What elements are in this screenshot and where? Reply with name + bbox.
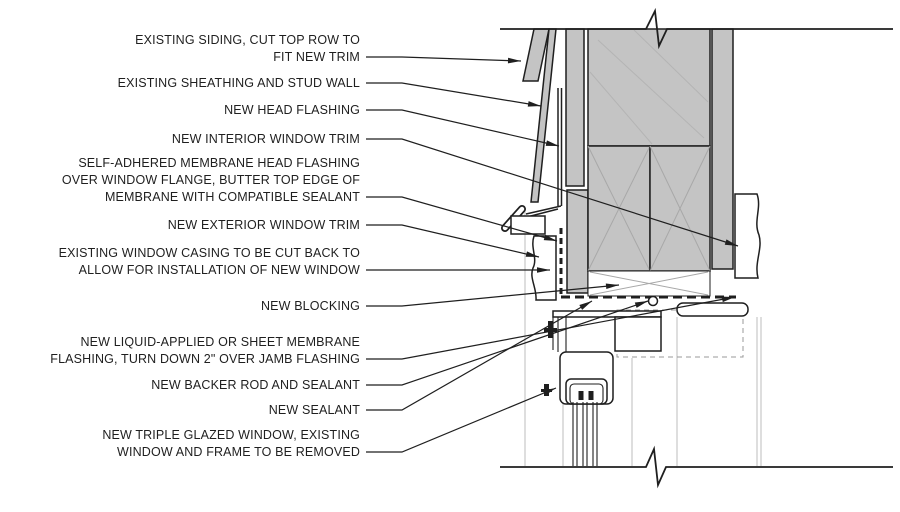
wall-cut-line-bottom [500,445,893,489]
leader-arrowhead-new-interior-window-trim [724,239,738,246]
leader-existing-sheathing-stud-wall [366,82,542,107]
leader-existing-siding [366,56,522,62]
existing-sheathing-shape [565,28,585,187]
blocking-cross-sections [587,145,711,272]
backer-rod-shape [647,295,659,307]
triple-glazing-shape [572,391,598,466]
leader-lines [366,56,739,453]
head-flashing-shape [501,88,563,232]
leader-new-exterior-window-trim [366,224,540,258]
leader-new-triple-glazed-window [366,387,557,453]
leader-new-interior-window-trim [366,138,739,247]
leader-new-head-flashing [366,109,560,147]
window-jamb-liner-shape [566,189,589,294]
window-frame-head-shape [541,351,614,405]
leader-arrowhead-existing-sheathing-stud-wall [527,101,541,107]
leader-arrowhead-existing-siding [507,57,521,64]
leader-arrowhead-new-exterior-window-trim [525,251,539,257]
leader-arrowhead-new-blocking [605,283,619,290]
leader-arrowhead-new-membrane-flashing [721,296,735,303]
leader-arrowhead-existing-window-casing [537,267,550,273]
stud-wall-header-shape [587,28,711,147]
leader-new-sealant [366,300,593,411]
leader-arrowhead-new-backer-rod-and-sealant [634,301,648,308]
exterior-window-trim-shape [510,215,546,235]
wall-cut-line-top [500,7,893,50]
leader-arrowhead-new-sealant [579,301,592,310]
leader-arrowhead-new-triple-glazed-window [542,388,556,396]
membrane-flashing-shape [559,228,736,299]
interior-window-trim-shape [734,193,761,279]
leader-new-membrane-flashing [366,296,736,360]
leader-new-blocking [366,284,620,307]
frame-mounting-assembly [544,310,662,352]
existing-window-casing-shape [531,235,557,301]
interior-stop-bar-shape [676,302,749,317]
interior-finish-shape [711,28,734,270]
new-blocking-shape [587,270,711,297]
leader-arrowhead-new-head-flashing [545,140,559,146]
leader-self-adhered-membrane-head-flashing [366,196,558,242]
leader-new-backer-rod-and-sealant [366,300,649,386]
leader-arrowhead-self-adhered-membrane-head-flashing [543,234,557,241]
